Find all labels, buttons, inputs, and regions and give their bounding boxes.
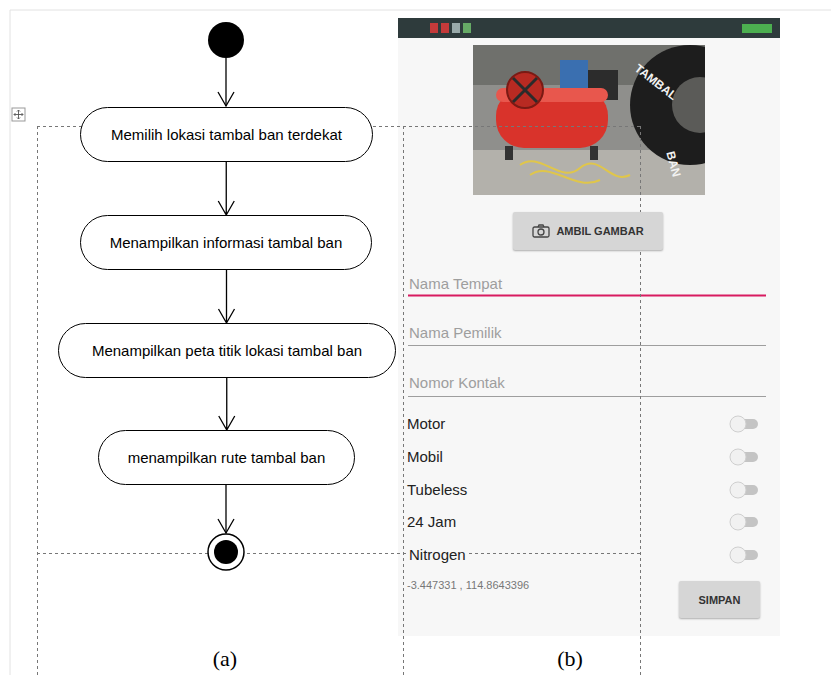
action-node: Menampilkan informasi tambal ban	[80, 215, 372, 270]
button-label: AMBIL GAMBAR	[556, 225, 643, 237]
move-handle	[12, 108, 25, 121]
form-text: -3.447331 , 114.8643396	[407, 579, 529, 592]
form-text: 24 Jam	[407, 513, 456, 530]
flow-arrow	[219, 378, 235, 430]
control-flow	[219, 378, 235, 430]
camera-icon	[532, 224, 550, 238]
initial-node	[208, 22, 244, 58]
field-underline	[408, 295, 766, 297]
arrow-head	[218, 519, 234, 533]
phone-screenshot	[398, 18, 780, 636]
frame-line	[10, 10, 831, 11]
figure-label: (b)	[557, 646, 583, 671]
form-text: Nama Pemilik	[409, 324, 502, 341]
flow-arrow	[218, 162, 234, 215]
button: SIMPAN	[679, 581, 760, 618]
form-text: Nitrogen	[407, 546, 468, 563]
control-flow	[218, 162, 234, 215]
toggle-switches	[730, 416, 758, 563]
field-underline	[408, 345, 766, 346]
action-label: Menampilkan peta titik lokasi tambal ban	[92, 342, 362, 359]
flow-line	[225, 58, 226, 106]
form-text: Motor	[407, 415, 445, 432]
frame-line	[10, 10, 11, 675]
action-node: Memilih lokasi tambal ban terdekat	[80, 107, 373, 162]
flow-arrow	[219, 270, 235, 323]
field-underline	[408, 396, 766, 397]
form-text: Mobil	[407, 448, 443, 465]
compressor-photo	[473, 45, 780, 195]
form-text: Tubeless	[407, 481, 467, 498]
action-node: Menampilkan peta titik lokasi tambal ban	[58, 323, 396, 378]
action-label: Memilih lokasi tambal ban terdekat	[111, 126, 342, 143]
action-node: menampilkan rute tambal ban	[98, 430, 355, 485]
button-label: SIMPAN	[699, 594, 741, 606]
form-text: Nama Tempat	[409, 275, 502, 292]
button: AMBIL GAMBAR	[513, 212, 663, 250]
flow-line	[225, 485, 226, 533]
control-flow	[219, 270, 235, 323]
arrow-head	[218, 92, 234, 106]
action-label: menampilkan rute tambal ban	[128, 449, 326, 466]
final-node	[208, 534, 244, 570]
table-border	[37, 126, 641, 675]
figure-label: (a)	[213, 646, 237, 671]
action-label: Menampilkan informasi tambal ban	[110, 234, 343, 251]
form-text: Nomor Kontak	[409, 374, 505, 391]
